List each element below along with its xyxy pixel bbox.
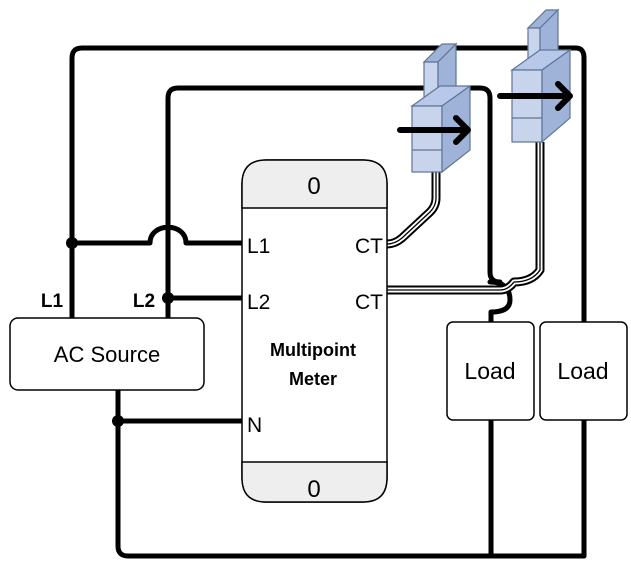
source-l2-label: L2	[133, 291, 155, 312]
meter-title-line2: Meter	[289, 369, 337, 389]
meter-body	[241, 159, 388, 503]
meter-bottom-band	[241, 461, 388, 503]
ct2-signal-wire	[387, 142, 545, 295]
meter-terminal-ct2: CT	[355, 291, 383, 314]
meter-terminal-ct1: CT	[355, 235, 383, 258]
load-1-box	[446, 321, 535, 421]
wires	[69, 45, 587, 559]
ct1-signal-wire	[386, 172, 441, 249]
meter-terminal-n: N	[247, 414, 262, 437]
ct-clamp-2-body	[511, 69, 543, 143]
source-l1-label: L1	[41, 291, 64, 312]
load-2: Load	[539, 321, 628, 421]
meter-top-band	[241, 159, 388, 209]
ct-clamp-1-body	[411, 105, 443, 173]
load-2-label: Load	[557, 358, 608, 384]
load-1: Load	[446, 321, 535, 421]
ac-source-label: AC Source	[54, 342, 160, 367]
load1-feed-wire	[487, 279, 513, 325]
multipoint-meter: 0 0 L1 L2 N CT CT Multipoint Meter	[241, 159, 388, 503]
ct-clamp-1	[410, 42, 472, 174]
current-arrows	[397, 81, 573, 145]
meter-bottom-symbol: 0	[307, 476, 320, 503]
l1-junction	[66, 237, 78, 249]
ac-source-box	[9, 317, 205, 391]
neutral-wire	[115, 385, 587, 559]
l1-wire	[69, 45, 587, 559]
meter-title-line1: Multipoint	[270, 340, 356, 360]
neutral-junction	[112, 415, 124, 427]
ct-clamp-2	[510, 8, 572, 144]
ac-source: AC Source L1 L2	[9, 291, 205, 391]
ct2-direction-arrow	[497, 81, 573, 111]
junction-dots	[66, 237, 174, 427]
l2-wire	[165, 85, 503, 321]
l2-junction	[162, 292, 174, 304]
meter-terminal-l1: L1	[247, 235, 270, 258]
ct-signal-wires	[386, 142, 545, 295]
load-1-label: Load	[464, 358, 515, 384]
ct1-direction-arrow	[397, 115, 471, 145]
l1-to-meter-wire	[69, 224, 245, 246]
meter-top-symbol: 0	[307, 173, 320, 200]
meter-terminal-l2: L2	[247, 291, 270, 314]
